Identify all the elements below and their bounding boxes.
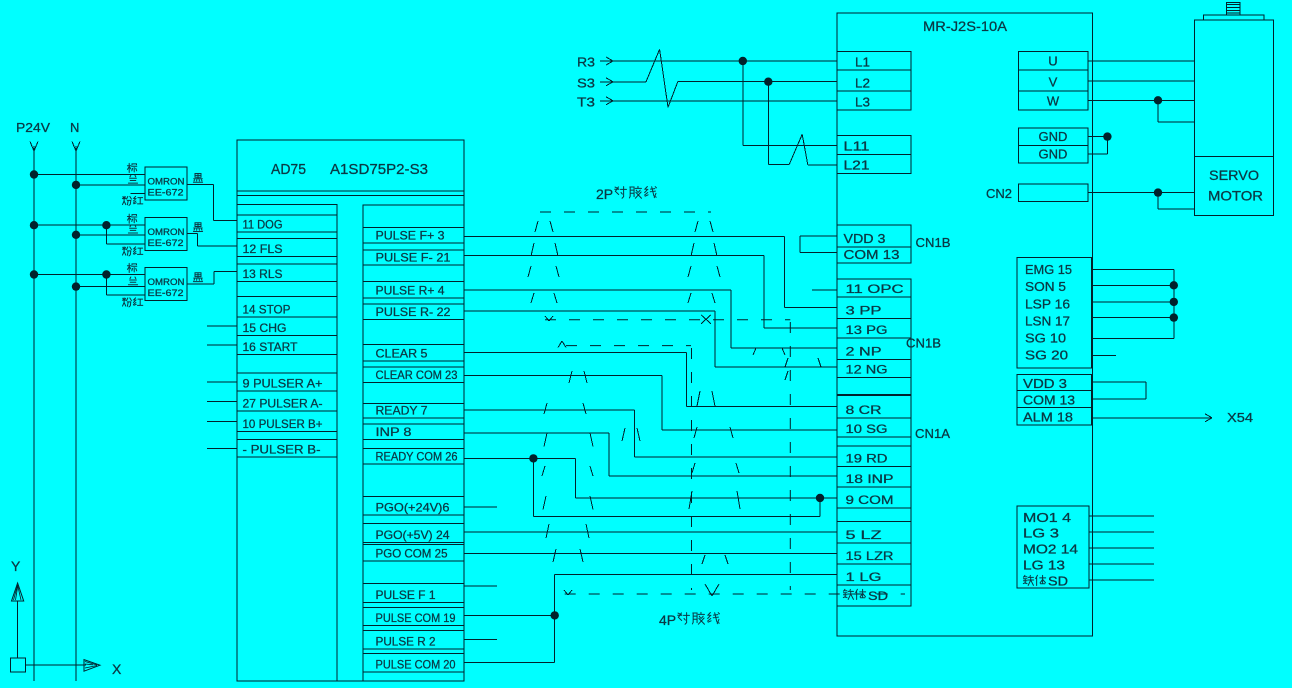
- svg-text:15 CHG: 15 CHG: [243, 321, 287, 335]
- svg-text:MR-J2S-10A: MR-J2S-10A: [923, 18, 1008, 34]
- svg-text:1 LG: 1 LG: [846, 570, 882, 584]
- svg-text:U: U: [1048, 54, 1057, 69]
- svg-text:MO1 4: MO1 4: [1023, 511, 1071, 525]
- svg-text:COM 13: COM 13: [1023, 394, 1075, 408]
- svg-text:SERVO: SERVO: [1209, 167, 1259, 183]
- svg-text:PULSE F+ 3: PULSE F+ 3: [376, 228, 445, 242]
- svg-text:OMRON: OMRON: [148, 177, 185, 188]
- svg-text:CLEAR 5: CLEAR 5: [376, 346, 428, 360]
- svg-text:CN2: CN2: [986, 186, 1012, 201]
- svg-text:VDD 3: VDD 3: [844, 232, 886, 246]
- svg-text:LG 3: LG 3: [1023, 527, 1059, 541]
- svg-text:SG 10: SG 10: [1025, 332, 1066, 346]
- svg-text:9 COM: 9 COM: [846, 493, 894, 507]
- svg-text:4P: 4P: [659, 612, 676, 628]
- svg-text:SD: SD: [868, 589, 888, 603]
- svg-text:T3: T3: [577, 94, 595, 109]
- svg-text:S3: S3: [577, 75, 595, 90]
- svg-text:P24V: P24V: [16, 120, 50, 135]
- svg-text:EE-672: EE-672: [148, 238, 184, 249]
- svg-text:AD75: AD75: [271, 161, 306, 178]
- svg-text:- PULSER B-: - PULSER B-: [243, 443, 321, 457]
- svg-text:11 OPC: 11 OPC: [846, 282, 904, 296]
- svg-text:READY COM 26: READY COM 26: [376, 450, 458, 464]
- svg-text:3 PP: 3 PP: [846, 304, 882, 318]
- svg-text:SG 20: SG 20: [1025, 349, 1068, 363]
- svg-text:SD: SD: [1048, 575, 1068, 589]
- svg-text:14 STOP: 14 STOP: [243, 302, 291, 316]
- svg-text:OMRON: OMRON: [148, 277, 185, 288]
- svg-text:12 NG: 12 NG: [846, 363, 888, 377]
- svg-text:X: X: [112, 661, 122, 677]
- svg-text:N: N: [70, 120, 79, 135]
- svg-text:13 RLS: 13 RLS: [243, 267, 283, 281]
- svg-text:PULSE COM 20: PULSE COM 20: [376, 658, 456, 672]
- svg-text:2P: 2P: [596, 186, 613, 202]
- svg-text:LSP 16: LSP 16: [1025, 298, 1070, 312]
- svg-text:LG 13: LG 13: [1023, 559, 1065, 573]
- svg-text:L2: L2: [855, 75, 870, 90]
- svg-text:PULSE R 2: PULSE R 2: [376, 635, 436, 649]
- svg-text:MOTOR: MOTOR: [1208, 188, 1263, 204]
- svg-text:PGO(+24V)6: PGO(+24V)6: [376, 501, 450, 515]
- svg-text:R3: R3: [577, 55, 595, 70]
- svg-text:PGO COM 25: PGO COM 25: [376, 547, 448, 561]
- svg-text:27 PULSER A-: 27 PULSER A-: [243, 397, 323, 411]
- svg-text:EE-672: EE-672: [148, 288, 184, 299]
- svg-text:2 NP: 2 NP: [846, 344, 882, 358]
- svg-text:PULSE COM 19: PULSE COM 19: [376, 611, 456, 625]
- svg-text:8 CR: 8 CR: [846, 403, 882, 417]
- svg-text:COM 13: COM 13: [844, 248, 900, 262]
- svg-text:L11: L11: [844, 139, 870, 153]
- svg-text:VDD 3: VDD 3: [1023, 377, 1067, 391]
- svg-text:19 RD: 19 RD: [846, 451, 888, 465]
- svg-text:L21: L21: [844, 159, 870, 173]
- svg-text:X54: X54: [1227, 410, 1253, 425]
- svg-text:PULSE R+ 4: PULSE R+ 4: [376, 283, 445, 297]
- svg-text:L1: L1: [855, 55, 870, 70]
- svg-text:V: V: [1049, 74, 1058, 89]
- svg-text:15 LZR: 15 LZR: [846, 549, 894, 563]
- svg-text:EMG 15: EMG 15: [1025, 263, 1072, 277]
- svg-text:READY 7: READY 7: [376, 403, 428, 417]
- svg-text:A1SD75P2-S3: A1SD75P2-S3: [330, 161, 428, 178]
- svg-text:16 START: 16 START: [243, 340, 299, 354]
- svg-text:MO2 14: MO2 14: [1023, 543, 1078, 557]
- svg-text:EE-672: EE-672: [148, 188, 184, 199]
- svg-text:ALM 18: ALM 18: [1023, 411, 1073, 425]
- svg-text:OMRON: OMRON: [148, 227, 185, 238]
- svg-text:12 FLS: 12 FLS: [243, 242, 283, 256]
- svg-text:5 LZ: 5 LZ: [846, 528, 882, 542]
- svg-text:GND: GND: [1039, 147, 1068, 162]
- svg-text:11 DOG: 11 DOG: [243, 218, 283, 232]
- svg-text:Y: Y: [11, 558, 21, 574]
- svg-text:CN1A: CN1A: [915, 426, 950, 441]
- svg-text:9 PULSER A+: 9 PULSER A+: [243, 377, 323, 391]
- svg-text:10 PULSER B+: 10 PULSER B+: [243, 417, 323, 431]
- svg-text:13 PG: 13 PG: [846, 323, 888, 337]
- svg-text:W: W: [1047, 93, 1060, 108]
- svg-text:SON 5: SON 5: [1025, 280, 1066, 294]
- svg-text:CN1B: CN1B: [906, 336, 941, 351]
- svg-text:10 SG: 10 SG: [846, 422, 888, 436]
- svg-text:CN1B: CN1B: [916, 235, 951, 250]
- svg-text:INP 8: INP 8: [376, 425, 412, 439]
- svg-text:18 INP: 18 INP: [846, 472, 894, 486]
- svg-text:L3: L3: [855, 94, 870, 109]
- svg-text:GND: GND: [1039, 129, 1068, 144]
- svg-text:CLEAR COM 23: CLEAR COM 23: [376, 368, 458, 382]
- svg-text:PGO(+5V) 24: PGO(+5V) 24: [376, 528, 450, 542]
- svg-text:PULSE F- 21: PULSE F- 21: [376, 251, 451, 265]
- svg-text:PULSE F 1: PULSE F 1: [376, 588, 436, 602]
- svg-text:PULSE R- 22: PULSE R- 22: [376, 305, 451, 319]
- svg-text:LSN 17: LSN 17: [1025, 315, 1070, 329]
